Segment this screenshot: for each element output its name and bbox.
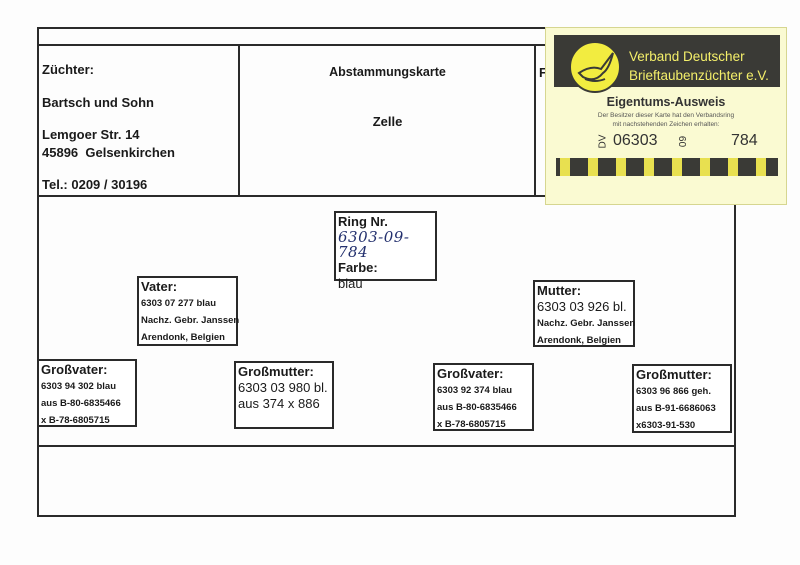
father-origin: Nachz. Gebr. Janssen [141, 315, 240, 326]
ring-box: Ring Nr. 6303-09-784 Farbe: blau [334, 211, 437, 291]
father-place: Arendonk, Belgien [141, 332, 225, 343]
card-title: Abstammungskarte [329, 65, 446, 79]
sticker-header-band: Verband Deutscher Brieftaubenzüchter e.V… [554, 35, 780, 93]
color-value: blau [338, 276, 363, 291]
breeder-city: 45896 Gelsenkirchen [42, 145, 175, 160]
grandfather-paternal-label: Großvater: [41, 362, 108, 377]
mother-box: Mutter: 6303 03 926 bl. Nachz. Gebr. Jan… [533, 280, 635, 347]
sticker-org-name: Verband Deutscher Brieftaubenzüchter e.V… [629, 47, 769, 85]
dove-logo-icon [569, 41, 621, 93]
breeder-phone: Tel.: 0209 / 30196 [42, 177, 148, 192]
sticker-text-2: mit nachstehenden Zeichen erhalten: [612, 121, 720, 128]
grandfather-paternal-box: Großvater: 6303 94 302 blau aus B-80-683… [37, 359, 137, 427]
sticker-text-1: Der Besitzer dieser Karte hat den Verban… [597, 112, 735, 119]
org-line-2: Brieftaubenzüchter e.V. [629, 68, 769, 83]
sticker-prefix: DV [597, 134, 609, 149]
ring-label: Ring Nr. [338, 214, 388, 229]
grandfather-maternal-box: Großvater: 6303 92 374 blau aus B-80-683… [433, 363, 534, 431]
grandmother-maternal-from: aus B-91-6686063 [636, 403, 716, 414]
grandfather-paternal-from: aus B-80-6835466 [41, 398, 121, 409]
breeder-street: Lemgoer Str. 14 [42, 127, 140, 142]
father-ring: 6303 07 277 blau [141, 298, 216, 309]
frame-left-line [37, 27, 39, 517]
frame-bottom-line [37, 515, 736, 517]
header-top-line [37, 44, 547, 46]
header-bottom-line [37, 195, 737, 197]
sticker-heading: Eigentums-Ausweis [606, 95, 726, 109]
father-box: Vater: 6303 07 277 blau Nachz. Gebr. Jan… [137, 276, 240, 346]
breeder-name: Bartsch und Sohn [42, 95, 154, 110]
grandmother-maternal-ring: 6303 96 866 geh. [636, 386, 711, 397]
sticker-ring-number: 784 [731, 132, 758, 149]
grandfather-maternal-cross: x B-78-6805715 [437, 419, 506, 430]
grandfather-paternal-cross: x B-78-6805715 [41, 415, 110, 426]
header-divider-2 [534, 44, 536, 196]
grandfather-paternal-ring: 6303 94 302 blau [41, 381, 116, 392]
org-line-1: Verband Deutscher [629, 49, 745, 64]
footer-top-line [37, 445, 736, 447]
grandmother-paternal-box: Großmutter: 6303 03 980 bl. aus 374 x 88… [234, 361, 334, 429]
grandmother-paternal-ring: 6303 03 980 bl. [238, 380, 328, 395]
sticker-pattern-strip [556, 158, 778, 176]
sticker-year: 09 [678, 135, 690, 148]
grandmother-paternal-from: aus 374 x 886 [238, 396, 320, 411]
mother-label: Mutter: [537, 283, 582, 298]
breeder-label: Züchter: [42, 62, 94, 77]
right-label-partial: F [539, 65, 547, 80]
grandfather-maternal-ring: 6303 92 374 blau [437, 385, 512, 396]
ring-number: 6303-09-784 [338, 228, 410, 261]
mother-origin: Nachz. Gebr. Janssen [537, 318, 636, 329]
frame-top-line [37, 27, 547, 29]
frame-right-line [734, 195, 736, 517]
color-label: Farbe: [338, 260, 378, 275]
grandmother-paternal-label: Großmutter: [238, 364, 314, 379]
sticker-club-number: 06303 [613, 132, 658, 149]
grandfather-maternal-from: aus B-80-6835466 [437, 402, 517, 413]
card-cell: Zelle [372, 114, 403, 129]
ownership-sticker: Verband Deutscher Brieftaubenzüchter e.V… [545, 27, 787, 205]
grandfather-maternal-label: Großvater: [437, 366, 504, 381]
grandmother-maternal-box: Großmutter: 6303 96 866 geh. aus B-91-66… [632, 364, 732, 433]
header-divider-1 [238, 44, 240, 196]
grandmother-maternal-label: Großmutter: [636, 367, 712, 382]
father-label: Vater: [141, 279, 178, 294]
grandmother-maternal-cross: x6303-91-530 [636, 420, 696, 431]
mother-place: Arendonk, Belgien [537, 335, 621, 346]
mother-ring: 6303 03 926 bl. [537, 299, 627, 314]
